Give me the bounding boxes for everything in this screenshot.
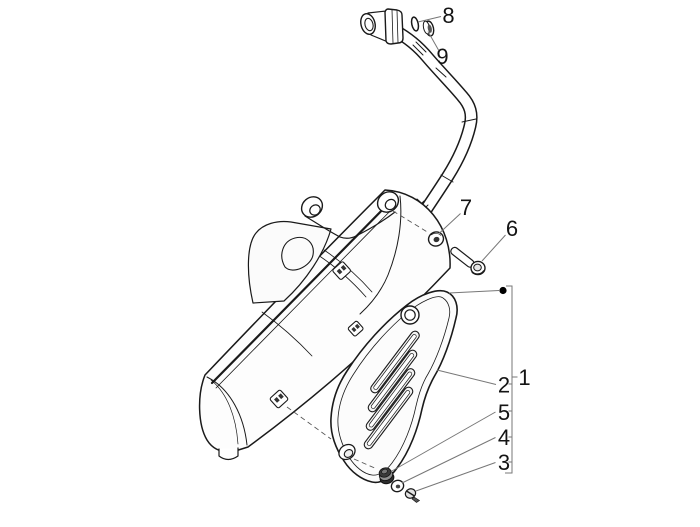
assembly-dot — [499, 286, 507, 295]
leader-line-6 — [481, 234, 506, 262]
callout-label-1: 1 — [518, 365, 530, 390]
shield-mount-clip — [347, 320, 364, 337]
grommet-part5 — [378, 467, 395, 485]
callout-labels: 8 9 7 6 1 2 5 4 3 — [436, 3, 530, 475]
leader-line-5 — [390, 411, 496, 472]
washer-part4 — [390, 479, 405, 493]
muffler-body — [198, 189, 451, 461]
bolt-axis-dashed-line — [392, 210, 430, 234]
leader-line-9 — [427, 31, 439, 51]
callout-label-4: 4 — [498, 425, 510, 450]
leader-line-2 — [436, 369, 497, 385]
leader-line-4 — [401, 437, 496, 484]
callout-lines — [390, 16, 518, 492]
shield-vent-slots — [363, 330, 420, 450]
screw-axis-dashed-line — [286, 406, 378, 470]
callout-label-6: 6 — [506, 216, 518, 241]
washer-part7 — [427, 231, 445, 247]
callout-label-2: 2 — [498, 373, 510, 398]
leader-line-7 — [438, 213, 461, 234]
screw-part3 — [404, 488, 421, 503]
assembly-bracket — [505, 285, 513, 474]
gasket-ring-part9 — [422, 20, 435, 37]
bolt-part6 — [450, 246, 486, 276]
callout-label-3: 3 — [498, 450, 510, 475]
callout-label-9: 9 — [436, 44, 448, 69]
shield-mount-clip — [269, 389, 289, 409]
exhaust-port-flange — [360, 8, 404, 45]
retaining-clip-part8 — [410, 16, 420, 32]
exhaust-tip — [218, 447, 239, 461]
assembly-leader-line — [448, 290, 500, 294]
leader-line-8 — [417, 16, 442, 23]
shield-mount-clip — [332, 261, 351, 280]
leader-line-3 — [415, 462, 496, 492]
exhaust-header-pipe — [387, 23, 478, 221]
callout-label-5: 5 — [498, 400, 510, 425]
shield-top-hole — [400, 305, 420, 325]
heat-shield — [330, 289, 458, 484]
callout-label-7: 7 — [460, 195, 472, 220]
callout-label-8: 8 — [442, 3, 454, 28]
muffler-seam — [210, 197, 395, 385]
mounting-bracket — [247, 191, 400, 304]
